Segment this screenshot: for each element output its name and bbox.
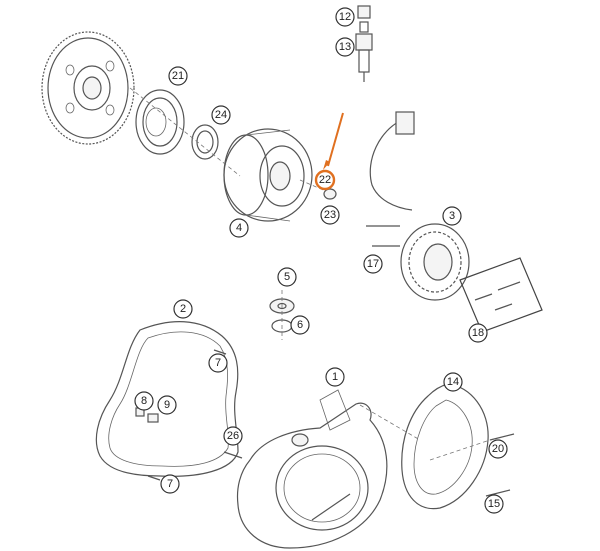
callout-circle — [443, 372, 463, 392]
callout-labels: 12 13 21 24 22 23 4 3 17 18 5 6 2 7 8 9 7 1 26 14 20 15 — [134, 7, 508, 514]
callout-c5: 5 — [277, 267, 297, 287]
callout-circle — [363, 254, 383, 274]
callout-c12: 12 — [335, 7, 355, 27]
callout-c17: 17 — [363, 254, 383, 274]
callout-number: 7 — [167, 478, 173, 490]
callout-circle — [173, 299, 193, 319]
callout-circle — [229, 218, 249, 238]
bearing-ring-part — [191, 124, 219, 160]
callout-circle — [320, 205, 340, 225]
highlight-arrow — [323, 112, 344, 170]
callout-c3: 3 — [442, 206, 462, 226]
callout-number: 5 — [284, 271, 290, 283]
callout-c14: 14 — [443, 372, 463, 392]
callout-circle — [468, 323, 488, 343]
callout-circle — [314, 169, 336, 191]
callout-number: 26 — [227, 430, 239, 442]
callout-number: 22 — [319, 174, 331, 186]
generator-cover-part — [236, 389, 388, 549]
bolt-kit-part — [459, 257, 543, 333]
callout-number: 21 — [172, 70, 184, 82]
callout-number: 6 — [297, 319, 303, 331]
callout-circle — [290, 315, 310, 335]
callout-number: 17 — [367, 258, 379, 270]
callout-circle — [223, 426, 243, 446]
callout-circle — [208, 353, 228, 373]
spark-plug-part — [355, 5, 373, 82]
callout-number: 4 — [236, 222, 242, 234]
callout-circle — [134, 391, 154, 411]
callout-c21: 21 — [168, 66, 188, 86]
callout-c8: 8 — [134, 391, 154, 411]
callout-circle — [168, 66, 188, 86]
callout-number: 1 — [332, 371, 338, 383]
small-washer-part — [299, 179, 337, 200]
assembly-lines — [129, 87, 491, 461]
callout-circle — [325, 367, 345, 387]
callout-number: 13 — [339, 41, 351, 53]
callout-number: 8 — [141, 395, 147, 407]
callout-number: 20 — [492, 443, 504, 455]
starter-gear — [41, 31, 135, 145]
callout-number: 24 — [215, 109, 227, 121]
callout-c9: 9 — [157, 395, 177, 415]
callout-c26: 26 — [223, 426, 243, 446]
callout-number: 12 — [339, 11, 351, 23]
bolt-parts — [135, 349, 515, 497]
callout-c13: 13 — [335, 37, 355, 57]
callout-circle — [160, 474, 180, 494]
callout-number: 9 — [164, 399, 170, 411]
callout-circle — [442, 206, 462, 226]
callout-c4: 4 — [229, 218, 249, 238]
callout-number: 23 — [324, 209, 336, 221]
callout-number: 14 — [447, 376, 459, 388]
callout-c18: 18 — [468, 323, 488, 343]
seal-parts — [269, 290, 295, 340]
cover-gasket-part — [95, 321, 239, 477]
callout-c20: 20 — [488, 439, 508, 459]
callout-c22: 22 — [314, 169, 336, 191]
callout-c6: 6 — [290, 315, 310, 335]
callout-c7b: 7 — [160, 474, 180, 494]
callout-c15: 15 — [484, 494, 504, 514]
callout-circle — [335, 7, 355, 27]
callout-circle — [277, 267, 297, 287]
callout-c7a: 7 — [208, 353, 228, 373]
callout-circle — [488, 439, 508, 459]
stator-part — [366, 111, 470, 301]
callout-number: 15 — [488, 498, 500, 510]
callout-number: 2 — [180, 303, 186, 315]
callout-circle — [211, 105, 231, 125]
callout-number: 18 — [472, 327, 484, 339]
callout-circle — [484, 494, 504, 514]
ignition-cover-part — [401, 383, 489, 510]
callout-c1: 1 — [325, 367, 345, 387]
callout-number: 7 — [215, 357, 221, 369]
callout-c2: 2 — [173, 299, 193, 319]
callout-circle — [335, 37, 355, 57]
callout-number: 3 — [449, 210, 455, 222]
callout-c23: 23 — [320, 205, 340, 225]
callout-circle — [157, 395, 177, 415]
freewheel-part — [135, 89, 185, 155]
callout-c24: 24 — [211, 105, 231, 125]
rotor-part — [223, 128, 313, 222]
